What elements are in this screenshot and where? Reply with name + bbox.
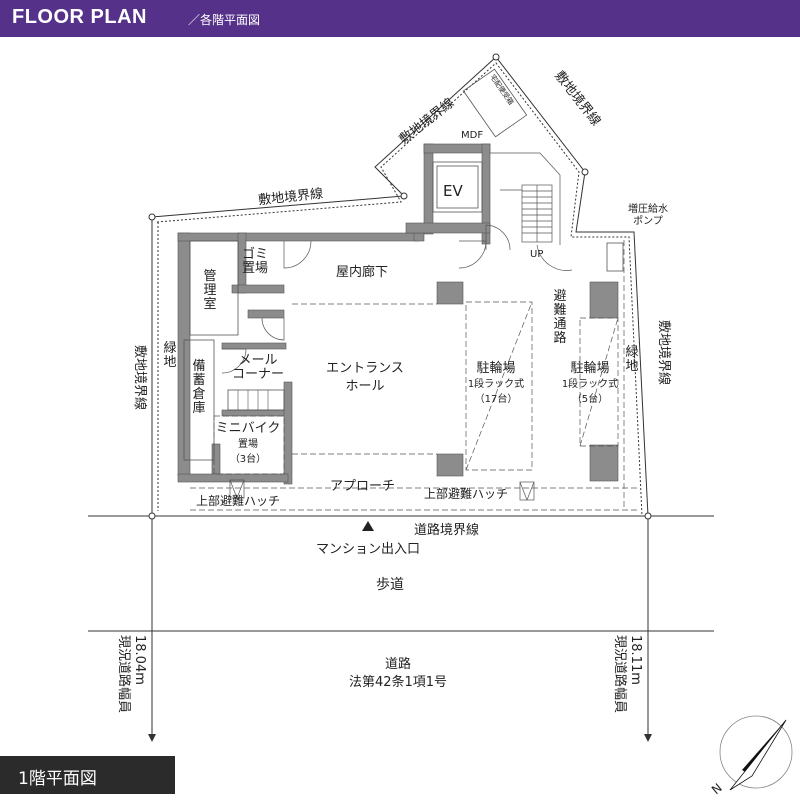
delivery-box [462,68,528,138]
boundary-marker [148,512,156,520]
entrance-marker-icon [362,521,374,531]
road-width-right-label-line: 現況道路幅員 [612,635,628,713]
minibike-label-line: 置場 [238,437,258,450]
evacuation-route-label-line: 路 [553,330,566,346]
storage-label-line: 倉 [192,387,205,402]
entrance-label: マンション出入口 [316,542,420,557]
road-width-right-label-line: 18.11m [628,635,643,685]
bicycle-parking-b-label-line: 駐輪場 [570,360,609,376]
sidewalk-label: 歩道 [376,577,404,593]
road-width-left-label-line: 18.04m [132,635,147,685]
mdf-label: MDF [461,130,483,141]
road-width-left-label-line: 現況道路幅員 [116,635,132,713]
booster-pump-label-line: ポンプ [633,215,663,227]
green-area-right-label-line: 緑 [625,345,638,360]
north-arrow-icon [719,715,793,791]
road-boundary-label: 道路境界線 [414,522,479,538]
page-subtitle: ／各階平面図 [188,13,261,27]
site-boundary-label-left-top: 敷地境界線 [257,186,323,209]
site-boundary-label-right-line: 敷地境界線 [656,320,672,385]
mail-corner-label-line: メール [238,353,277,368]
management-room [189,240,239,336]
mailbox-grid [237,390,269,410]
green-area-left-label-line: 地 [163,355,176,370]
entrance-hall-label-line: ホール [345,379,384,394]
boundary-marker [492,53,500,61]
boundary-marker [148,213,156,221]
green-area-right-label-line: 地 [625,359,638,374]
management-label-line: 室 [203,296,216,312]
entrance-hall-label-line: エントランス [326,361,404,376]
stairs [490,152,573,271]
north-label: N [709,781,725,797]
mailbox-block [227,389,285,411]
corridor-label: 屋内廊下 [336,264,388,280]
bicycle-parking-a-label-line: （17台） [475,392,518,405]
elevator-shaft [432,161,483,213]
arrow-head-right [644,734,652,742]
road-label-line: 法第42条1項1号 [349,674,447,690]
floor-label-text: 1階平面図 [18,769,97,789]
header-bar: FLOOR PLAN ／各階平面図 [0,0,800,37]
doors [221,224,511,374]
storage-room [183,339,215,461]
upper-hatch-label-1: 上部避難ハッチ [196,493,280,508]
storage-label-line: 庫 [192,401,205,416]
storage-label-line: 備 [192,358,205,374]
bicycle-parking-a-label-line: 1段ラック式 [468,377,524,390]
management-label-line: 管 [203,269,216,284]
bicycle-parking-b-label-line: （5台） [572,392,608,405]
floor-label: 1階平面図 [0,756,175,794]
storage-label-line: 蓄 [192,373,205,388]
booster-pump-box [606,242,624,272]
approach-label: アプローチ [330,479,395,494]
evacuation-route-label-line: 通 [553,317,566,332]
site-boundary [151,56,649,517]
bicycle-parking-b-label-line: 1段ラック式 [562,377,618,390]
site-boundary-label-top: 敷地境界線 [396,95,457,148]
page-title: FLOOR PLAN [12,6,147,28]
site-boundary-label-left-line: 敷地境界線 [132,345,148,410]
boundary-marker [400,192,408,200]
boundary-marker [644,512,652,520]
minibike-label-line: （3台） [230,452,266,465]
arrow-head-left [148,734,156,742]
up-label: UP [530,249,543,260]
mail-corner-label-line: コーナー [232,367,284,382]
upper-hatch-marks [229,479,535,501]
garbage-label-line: 置場 [242,261,268,276]
management-label-line: 理 [203,283,216,298]
site-boundary-label-topright: 敷地境界線 [551,68,604,129]
booster-pump-label-line: 増圧給水 [628,202,668,215]
bicycle-parking-a-label-line: 駐輪場 [476,360,515,376]
garbage-label-line: ゴミ [242,246,268,262]
evacuation-route-label-line: 避 [553,289,566,304]
minibike-label-line: ミニバイク [216,421,281,436]
green-area-left-label-line: 緑 [163,341,176,356]
ev-inner [436,165,479,209]
evacuation-route-label-line: 難 [553,303,566,318]
road-label-line: 道路 [385,656,411,672]
boundary-marker [581,168,589,176]
ev-label: EV [443,182,463,200]
parking-area-outlines [190,240,640,511]
upper-hatch-label-2: 上部避難ハッチ [424,486,508,501]
